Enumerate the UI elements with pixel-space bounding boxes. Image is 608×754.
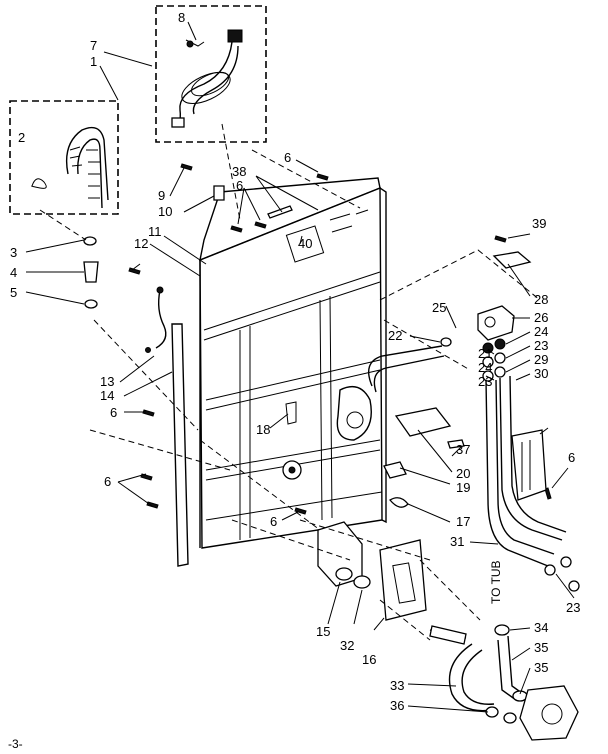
- callout-33: 33: [390, 678, 404, 693]
- callout-23-right: 23: [534, 338, 548, 353]
- callout-22: 22: [388, 328, 402, 343]
- callout-23-left: 23: [478, 374, 492, 389]
- hose-marking: TO TUB: [489, 560, 503, 604]
- callout-2: 2: [18, 130, 25, 145]
- inlet-hose-part: [368, 345, 443, 387]
- callout-24-left: 24: [478, 360, 492, 375]
- fill-hose-part: [485, 379, 549, 567]
- drain-hose-part: [31, 126, 109, 209]
- callout-36: 35: [534, 640, 548, 655]
- callout-13: 13: [100, 374, 114, 389]
- callout-25: 25: [432, 300, 446, 315]
- clip-small-part: [447, 439, 465, 449]
- callout-11: 11: [148, 224, 162, 239]
- callout-39: 39: [532, 216, 546, 231]
- callout-6-clip: 6: [236, 178, 243, 193]
- callout-21: 21: [478, 346, 492, 361]
- callout-4: 4: [10, 265, 17, 280]
- callout-17: 17: [456, 514, 470, 529]
- clamp-part: [83, 236, 97, 246]
- callout-5: 5: [10, 285, 17, 300]
- callout-26: 26: [534, 310, 548, 325]
- callout-6-lower: 6: [104, 474, 111, 489]
- callout-18: 18: [256, 422, 270, 437]
- drain-hose-inset-box: [9, 100, 119, 215]
- switch-part: [383, 461, 407, 479]
- callout-30: 30: [534, 366, 548, 381]
- callout-12: 12: [134, 236, 148, 251]
- hose-connector-part: [83, 261, 99, 283]
- callout-10: 10: [158, 204, 172, 219]
- pump-part: [519, 685, 579, 741]
- wire-harness-part: [155, 289, 167, 349]
- seal-part: [353, 575, 371, 589]
- callout-35-top: 34: [534, 620, 548, 635]
- callout-35-bottom: 35: [534, 660, 548, 675]
- bracket-part: [267, 205, 293, 219]
- motor-part: [379, 539, 427, 621]
- clamp-lower-part: [84, 299, 98, 309]
- fuse-part: [389, 497, 409, 508]
- switch-bracket-part: [394, 407, 452, 437]
- callout-40: 40: [298, 236, 312, 251]
- callout-23-lower: 23: [566, 600, 580, 615]
- callout-32: 32: [340, 638, 354, 653]
- water-valve-part: [477, 305, 515, 382]
- callout-1: 1: [90, 54, 97, 69]
- callout-29: 29: [534, 352, 548, 367]
- callout-31: 31: [450, 534, 464, 549]
- callout-19: 19: [456, 480, 470, 495]
- small-bracket-part: [285, 401, 297, 425]
- callout-6-top: 6: [284, 150, 291, 165]
- callout-24-right: 24: [534, 324, 548, 339]
- power-cord-part: [171, 29, 243, 128]
- callout-3: 3: [10, 245, 17, 260]
- pump-hose-part: [497, 639, 517, 701]
- page-number: -3-: [8, 737, 23, 751]
- callout-14: 14: [100, 388, 114, 403]
- callout-38: 38: [232, 164, 246, 179]
- leader-lines: [25, 21, 575, 713]
- callout-6-left: 6: [110, 405, 117, 420]
- callout-9: 9: [158, 188, 165, 203]
- callout-8: 8: [178, 10, 185, 25]
- hose-bracket-part: [511, 429, 547, 501]
- callout-6-right: 6: [568, 450, 575, 465]
- side-strip-part: [171, 323, 189, 567]
- callout-34: 36: [390, 698, 404, 713]
- callout-37: 37: [456, 442, 470, 457]
- valve-cover-part: [492, 251, 532, 269]
- callout-7: 7: [90, 38, 97, 53]
- callout-6-bottom: 6: [270, 514, 277, 529]
- callout-28: 28: [534, 292, 548, 307]
- power-cord-inset-box: [155, 5, 267, 143]
- rear-panel: [199, 177, 387, 549]
- callout-20: 20: [456, 466, 470, 481]
- clip-part: [213, 185, 225, 201]
- callout-16: 16: [362, 652, 376, 667]
- callout-15: 15: [316, 624, 330, 639]
- screw-group: [128, 163, 552, 515]
- drain-hose-lower-part: [448, 643, 493, 712]
- callout-labels: 7 1 8 2 3 4 5 6 38 6 9 10 11 12 40 13 14…: [10, 10, 580, 713]
